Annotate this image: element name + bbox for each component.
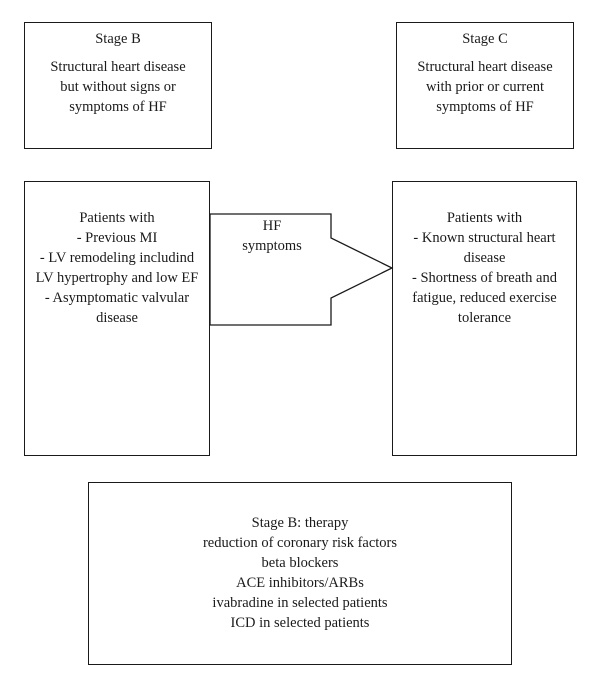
arrow-label-line: HF xyxy=(262,218,282,234)
stage-c-text: Stage C Structural heart disease with pr… xyxy=(397,23,573,117)
stage-c-description-line: with prior or current xyxy=(426,79,544,95)
stage-b-patients-line: - Asymptomatic valvular xyxy=(44,290,190,306)
stage-c-box: Stage C Structural heart disease with pr… xyxy=(396,22,574,149)
stage-c-title: Stage C xyxy=(462,31,508,47)
stage-b-patients-line: - Previous MI xyxy=(76,230,158,246)
stage-b-patients-line: disease xyxy=(96,310,138,326)
stage-b-patients-text: Patients with - Previous MI - LV remodel… xyxy=(25,182,209,328)
stage-c-patients-box: Patients with - Known structural heart d… xyxy=(392,181,577,456)
stage-b-box: Stage B Structural heart disease but wit… xyxy=(24,22,212,149)
stage-b-text: Stage B Structural heart disease but wit… xyxy=(25,23,211,117)
arrow-label-line: symptoms xyxy=(242,238,302,254)
therapy-line: reduction of coronary risk factors xyxy=(202,535,398,551)
therapy-line: beta blockers xyxy=(261,555,339,571)
stage-c-patients-line: disease xyxy=(463,250,506,266)
stage-b-patients-line: LV hypertrophy and low EF xyxy=(35,270,199,286)
stage-c-patients-line: - Known structural heart xyxy=(413,230,556,246)
stage-b-patients-box: Patients with - Previous MI - LV remodel… xyxy=(24,181,210,456)
stage-c-patients-line: fatigue, reduced exercise xyxy=(412,290,557,306)
stage-b-patients-line: Patients with xyxy=(79,210,155,226)
stage-c-patients-line: tolerance xyxy=(457,310,512,326)
hf-symptoms-label: HF symptoms xyxy=(222,216,322,256)
stage-b-description-line: Structural heart disease xyxy=(50,59,186,75)
stage-b-description-line: symptoms of HF xyxy=(69,99,167,115)
stage-c-description-line: symptoms of HF xyxy=(436,99,534,115)
stage-c-description-line: Structural heart disease xyxy=(417,59,553,75)
therapy-line: ICD in selected patients xyxy=(230,615,370,631)
therapy-line: ivabradine in selected patients xyxy=(212,595,388,611)
stage-c-patients-text: Patients with - Known structural heart d… xyxy=(393,182,576,328)
stage-b-title: Stage B xyxy=(95,31,141,47)
therapy-line: ACE inhibitors/ARBs xyxy=(236,575,364,591)
therapy-line: Stage B: therapy xyxy=(251,515,349,531)
stage-c-patients-line: Patients with xyxy=(446,210,523,226)
stage-b-description-line: but without signs or xyxy=(60,79,176,95)
stage-b-patients-line: - LV remodeling includind xyxy=(39,250,195,266)
stage-b-therapy-box: Stage B: therapy reduction of coronary r… xyxy=(88,482,512,665)
therapy-text: Stage B: therapy reduction of coronary r… xyxy=(89,483,511,633)
stage-c-patients-line: - Shortness of breath and xyxy=(412,270,557,286)
